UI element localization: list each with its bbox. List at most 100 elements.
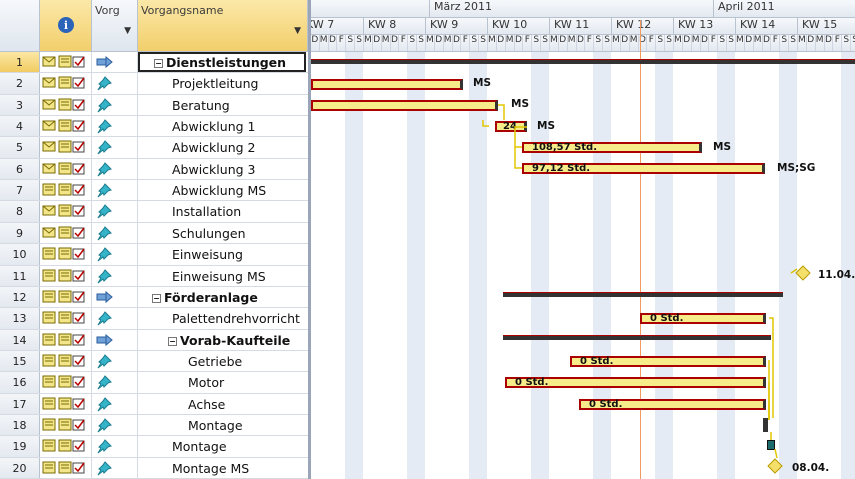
table-row[interactable]: 9 Schulungen — [0, 222, 308, 245]
gantt-chart[interactable]: März 2011 April 2011 KW 7KW 8KW 9KW 10KW… — [311, 0, 855, 479]
task-mode-cell[interactable] — [92, 180, 138, 201]
task-name-cell[interactable]: Achse — [138, 394, 306, 414]
indicators-column-header[interactable]: i — [40, 0, 92, 52]
task-mode-cell[interactable] — [92, 308, 138, 329]
table-row[interactable]: 3 Beratung — [0, 94, 308, 117]
row-number[interactable]: 6 — [0, 158, 40, 180]
row-number[interactable]: 19 — [0, 436, 40, 457]
task-name-cell[interactable]: Abwicklung 1 — [138, 116, 306, 136]
task-mode-cell[interactable] — [92, 158, 138, 180]
summary-bar[interactable] — [503, 292, 783, 297]
table-row[interactable]: 20 Montage MS — [0, 457, 308, 479]
task-mode-cell[interactable] — [92, 222, 138, 244]
task-mode-cell[interactable] — [92, 94, 138, 116]
table-row[interactable]: 13 Palettendrehvorricht — [0, 308, 308, 330]
task-mode-cell[interactable] — [92, 265, 138, 286]
task-mode-cell[interactable] — [92, 457, 138, 479]
row-number[interactable]: 4 — [0, 116, 40, 137]
task-mode-cell[interactable] — [92, 329, 138, 350]
task-name-cell[interactable]: Montage MS — [138, 458, 306, 478]
task-bar[interactable]: 0 Std. — [570, 356, 766, 367]
row-number[interactable]: 8 — [0, 201, 40, 222]
row-number[interactable]: 14 — [0, 329, 40, 350]
task-name-cell[interactable]: Getriebe — [138, 351, 306, 371]
row-number[interactable]: 20 — [0, 457, 40, 479]
collapse-icon[interactable]: − — [168, 336, 177, 346]
chevron-down-icon[interactable]: ▼ — [294, 26, 301, 36]
select-all-corner[interactable] — [0, 0, 40, 52]
row-number[interactable]: 11 — [0, 265, 40, 286]
task-name-cell[interactable]: Einweisung MS — [138, 266, 306, 286]
task-name-cell[interactable]: Beratung — [138, 95, 306, 115]
task-bar[interactable] — [311, 79, 463, 90]
task-mode-cell[interactable] — [92, 436, 138, 457]
task-bar[interactable]: 0 Std. — [579, 399, 766, 410]
task-name-cell[interactable]: Montage — [138, 415, 306, 435]
table-row[interactable]: 17 Achse — [0, 393, 308, 415]
task-mode-cell[interactable] — [92, 201, 138, 222]
name-column-header[interactable]: Vorgangsname ▼ — [138, 0, 308, 52]
table-row[interactable]: 16 Motor — [0, 372, 308, 394]
task-mode-cell[interactable] — [92, 393, 138, 414]
row-number[interactable]: 9 — [0, 222, 40, 244]
task-bar[interactable]: 97,12 Std. — [522, 163, 765, 174]
task-mode-cell[interactable] — [92, 350, 138, 372]
task-bar[interactable]: 0 Std. — [505, 377, 766, 388]
milestone-diamond[interactable] — [789, 263, 855, 283]
task-bar[interactable] — [767, 440, 775, 450]
task-name-cell[interactable]: −Vorab-Kaufteile — [138, 330, 306, 350]
task-name-cell[interactable]: Projektleitung — [138, 73, 306, 93]
milestone-diamond[interactable] — [765, 456, 785, 476]
mode-column-header[interactable]: Vorg ▼ — [92, 0, 138, 52]
task-name-cell[interactable]: Palettendrehvorricht — [138, 308, 306, 328]
row-number[interactable]: 15 — [0, 350, 40, 372]
task-mode-cell[interactable] — [92, 73, 138, 94]
task-mode-cell[interactable] — [92, 137, 138, 158]
row-number[interactable]: 16 — [0, 372, 40, 393]
table-row[interactable]: 6 Abwicklung 3 — [0, 158, 308, 181]
task-name-cell[interactable]: Motor — [138, 372, 306, 392]
task-mode-cell[interactable] — [92, 244, 138, 265]
row-number[interactable]: 10 — [0, 244, 40, 265]
table-row[interactable]: 2 Projektleitung — [0, 73, 308, 95]
summary-bar[interactable] — [311, 59, 855, 64]
task-mode-cell[interactable] — [92, 286, 138, 308]
table-row[interactable]: 15 Getriebe — [0, 350, 308, 373]
row-number[interactable]: 1 — [0, 52, 40, 73]
task-name-cell[interactable]: Schulungen — [138, 223, 306, 243]
task-name-cell[interactable]: Abwicklung 2 — [138, 137, 306, 157]
table-row[interactable]: 12−Förderanlage — [0, 286, 308, 309]
task-bar[interactable] — [311, 100, 498, 111]
task-name-cell[interactable]: Installation — [138, 201, 306, 221]
task-bar[interactable]: 0 Std. — [640, 313, 766, 324]
chevron-down-icon[interactable]: ▼ — [124, 26, 131, 36]
row-number[interactable]: 13 — [0, 308, 40, 329]
task-bar[interactable] — [763, 418, 768, 432]
table-row[interactable]: 10 Einweisung — [0, 244, 308, 266]
task-name-cell[interactable]: Einweisung — [138, 244, 306, 264]
table-row[interactable]: 4 Abwicklung 1 — [0, 116, 308, 138]
task-mode-cell[interactable] — [92, 116, 138, 137]
task-mode-cell[interactable] — [92, 414, 138, 436]
row-number[interactable]: 7 — [0, 180, 40, 201]
row-number[interactable]: 3 — [0, 94, 40, 116]
task-bar[interactable]: 108,57 Std. — [522, 142, 702, 153]
table-row[interactable]: 8 Installation — [0, 201, 308, 223]
table-row[interactable]: 5 Abwicklung 2 — [0, 137, 308, 159]
row-number[interactable]: 17 — [0, 393, 40, 414]
task-name-cell[interactable]: Abwicklung 3 — [138, 159, 306, 179]
task-mode-cell[interactable] — [92, 52, 138, 73]
row-number[interactable]: 2 — [0, 73, 40, 94]
row-number[interactable]: 18 — [0, 414, 40, 436]
collapse-icon[interactable]: − — [152, 293, 161, 303]
table-row[interactable]: 11 Einweisung MS — [0, 265, 308, 287]
table-row[interactable]: 1 −Dienstleistungen — [0, 52, 308, 74]
row-number[interactable]: 5 — [0, 137, 40, 158]
summary-bar[interactable] — [503, 335, 771, 340]
task-name-cell[interactable]: −Dienstleistungen — [138, 52, 306, 73]
table-row[interactable]: 14 −Vorab-Kaufteile — [0, 329, 308, 351]
collapse-icon[interactable]: − — [154, 59, 163, 68]
row-number[interactable]: 12 — [0, 286, 40, 308]
